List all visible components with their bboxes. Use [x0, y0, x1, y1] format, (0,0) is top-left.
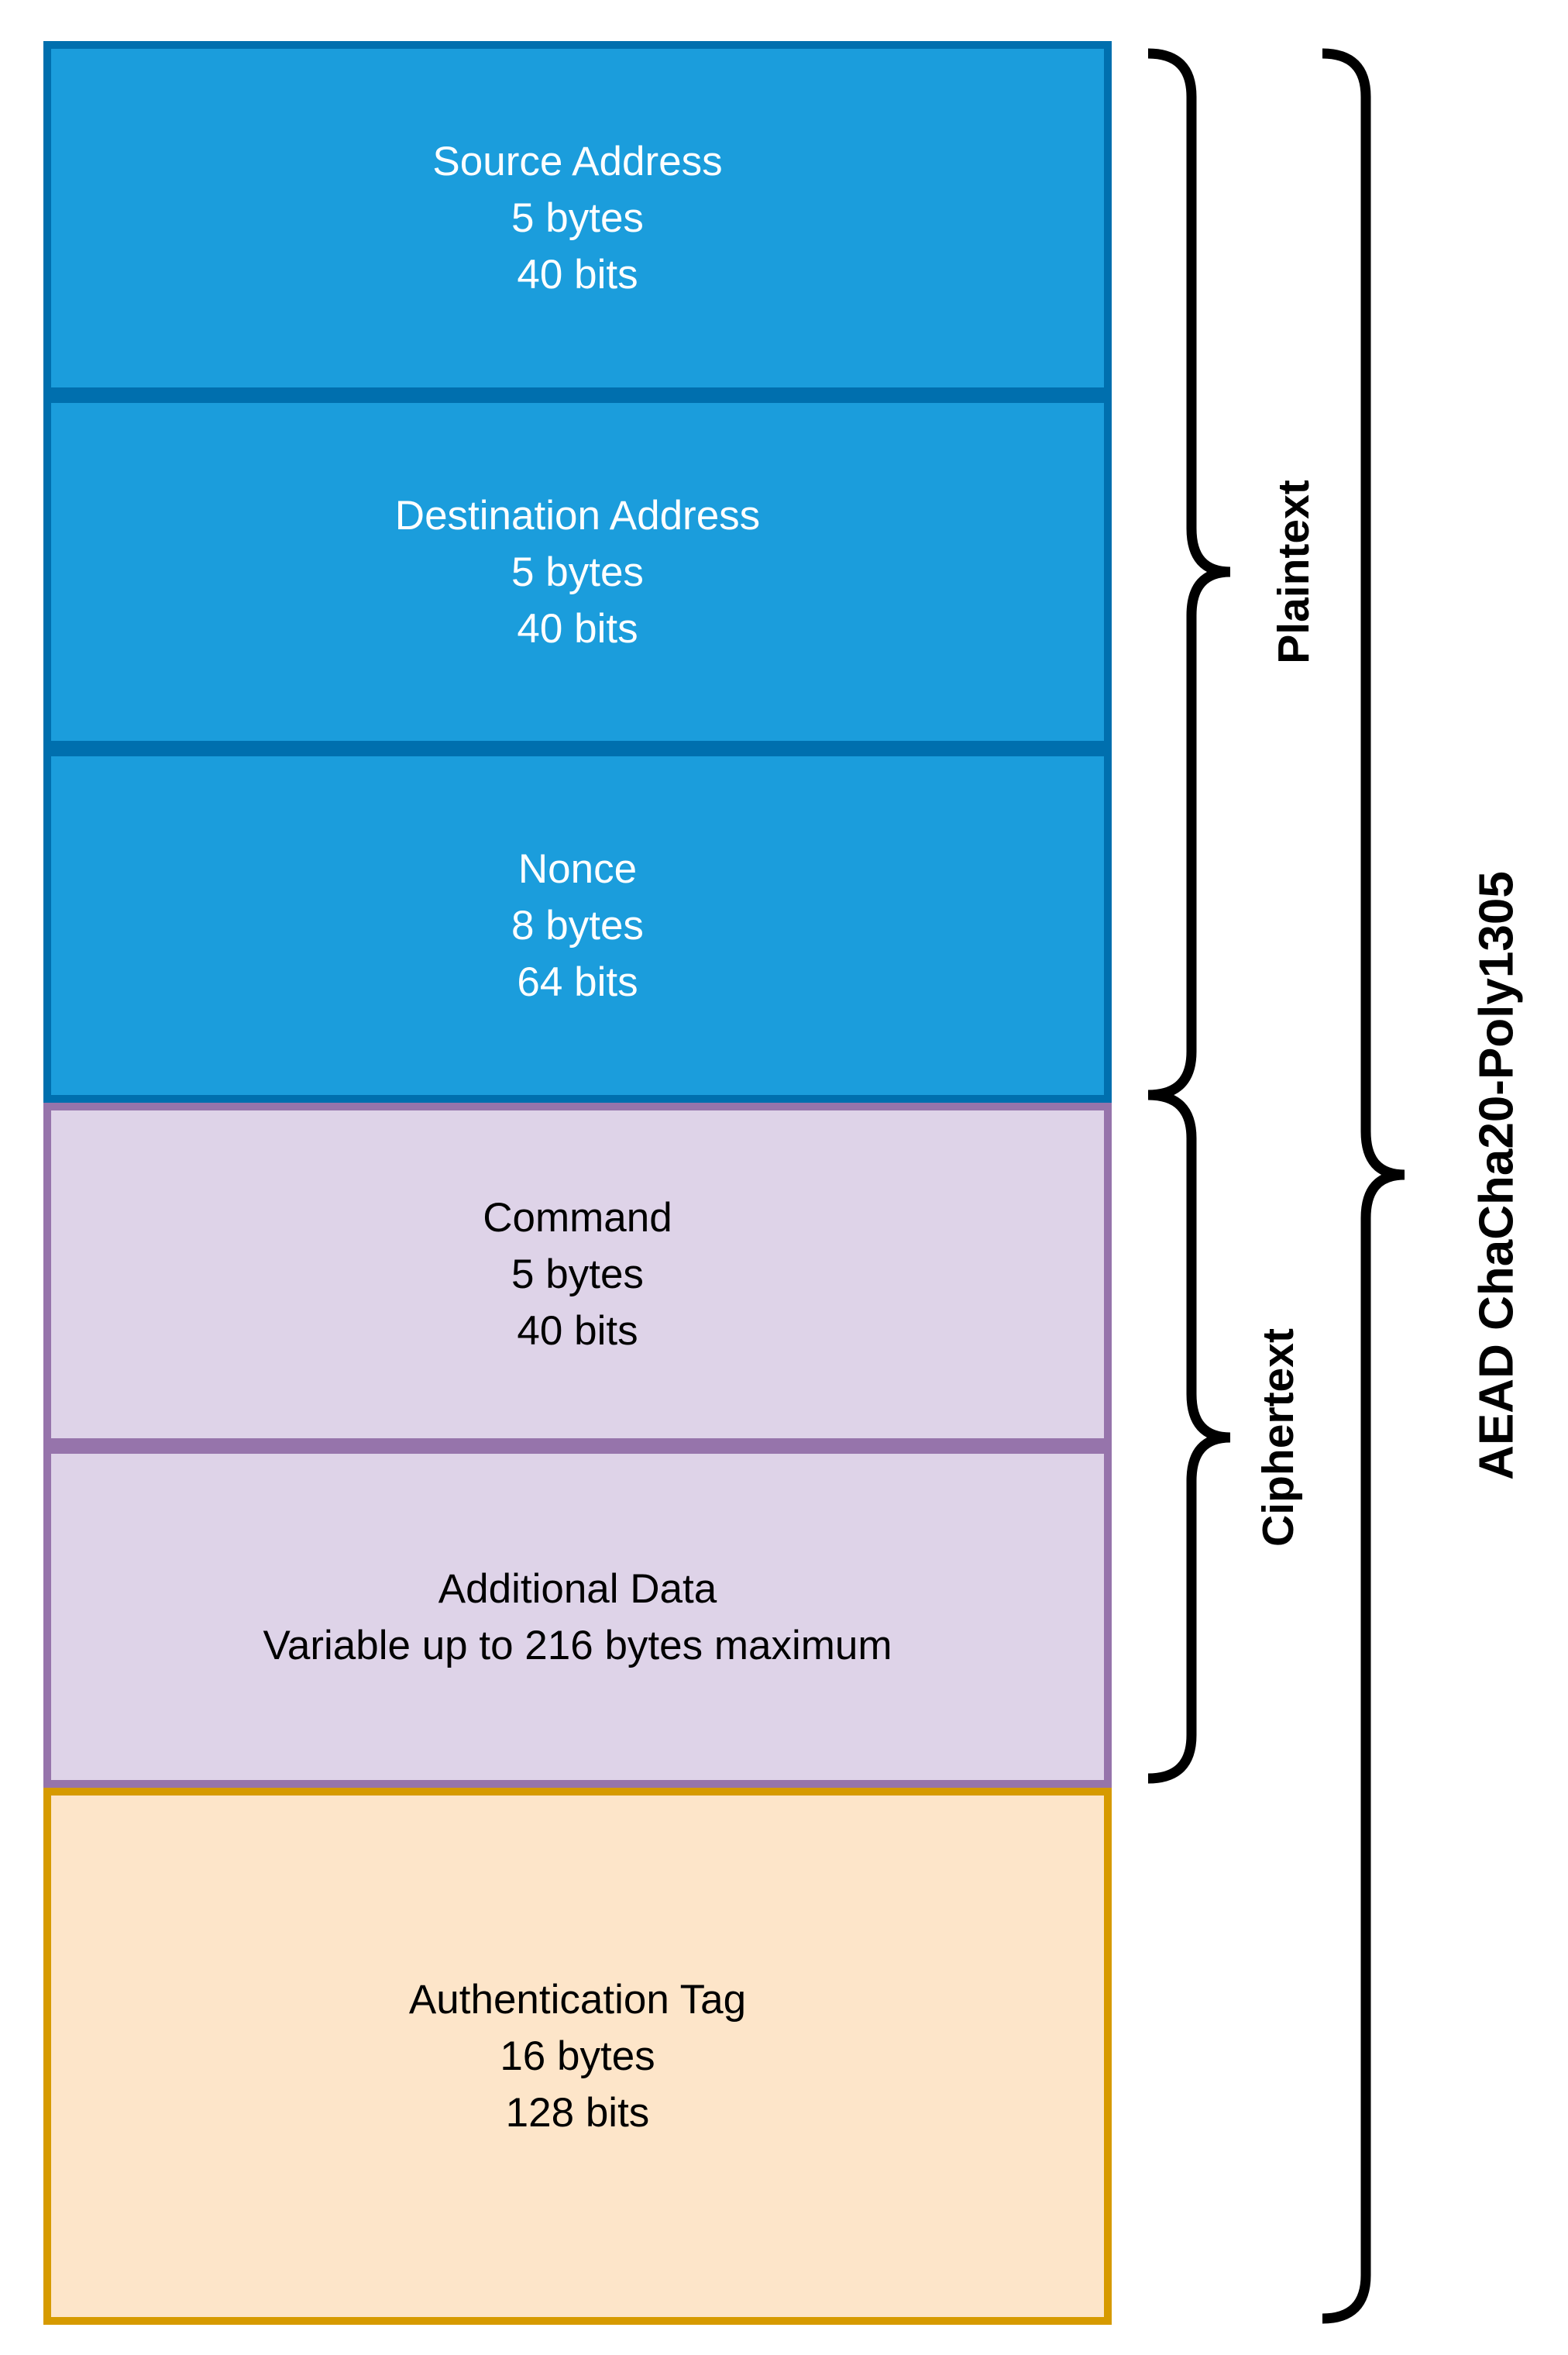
- block-subtitle: Variable up to 216 bytes maximum: [263, 1622, 892, 1668]
- block-authentication-tag: Authentication Tag 16 bytes 128 bits: [43, 1788, 1112, 2325]
- block-additional-data: Additional Data Variable up to 216 bytes…: [43, 1446, 1112, 1788]
- block-bytes: 5 bytes: [511, 1252, 644, 1297]
- block-bytes: 5 bytes: [511, 195, 644, 241]
- block-title: Source Address: [432, 139, 723, 184]
- aead-chacha20-poly1305-label: AEAD ChaCha20-Poly1305: [1470, 871, 1524, 1480]
- block-bits: 64 bits: [517, 959, 638, 1005]
- aead-brace: [1322, 48, 1405, 2324]
- block-source-address: Source Address 5 bytes 40 bits: [43, 41, 1112, 395]
- block-bits: 128 bits: [505, 2090, 650, 2136]
- block-title: Nonce: [518, 846, 638, 892]
- block-bits: 40 bits: [517, 605, 638, 652]
- block-bytes: 5 bytes: [511, 549, 644, 595]
- block-title: Command: [483, 1195, 672, 1241]
- block-bits: 40 bits: [517, 1308, 638, 1354]
- block-command: Command 5 bytes 40 bits: [43, 1103, 1112, 1446]
- block-bits: 40 bits: [517, 252, 638, 298]
- plaintext-brace: [1147, 48, 1231, 1100]
- block-bytes: 16 bytes: [500, 2033, 655, 2079]
- ciphertext-brace: [1147, 1090, 1231, 1784]
- block-bytes: 8 bytes: [511, 903, 644, 949]
- block-title: Destination Address: [394, 492, 761, 539]
- block-nonce: Nonce 8 bytes 64 bits: [43, 749, 1112, 1103]
- ciphertext-label: Ciphertext: [1253, 1328, 1303, 1547]
- block-title: Authentication Tag: [408, 1977, 747, 2023]
- block-destination-address: Destination Address 5 bytes 40 bits: [43, 395, 1112, 749]
- block-title: Additional Data: [438, 1565, 717, 1612]
- plaintext-label: Plaintext: [1269, 480, 1319, 664]
